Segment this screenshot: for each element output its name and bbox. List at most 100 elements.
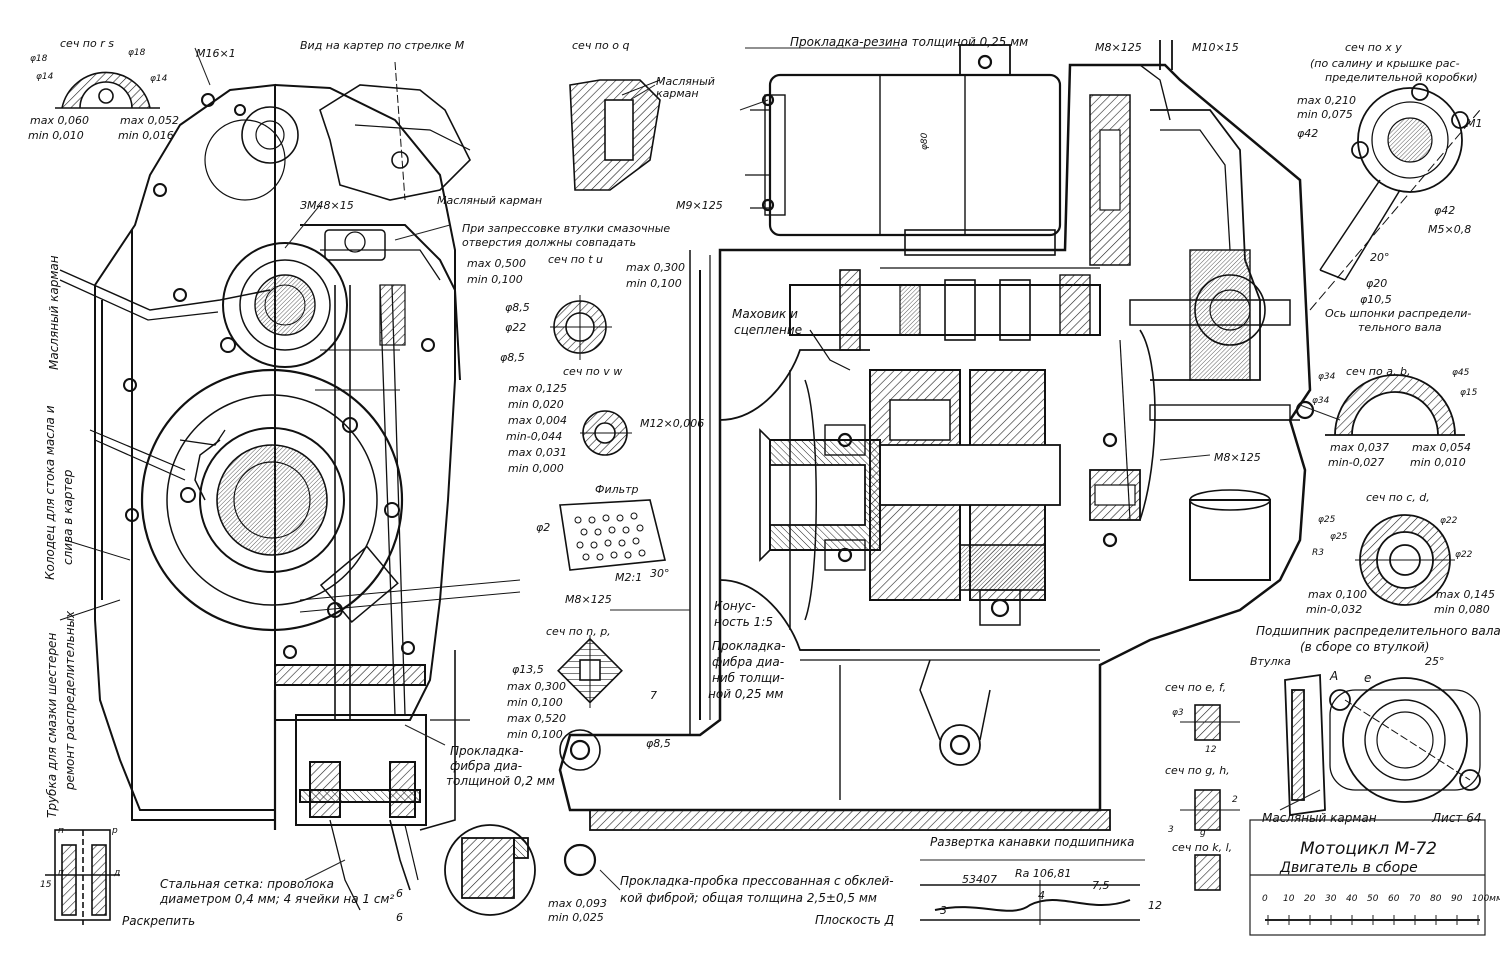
label-min-0025: min 0,025 [548,911,604,924]
label-d20: φ20 [1366,277,1388,290]
label-tu-max1: max 0,500 [467,257,526,270]
label-vw-min3: min 0,000 [508,462,564,475]
label-filter: Фильтр [595,483,639,496]
label-tu-min1: min 0,100 [467,273,523,286]
label-tu-max2: max 0,300 [626,261,685,274]
label-a-1: A [1330,669,1339,683]
scale-tick-label: 50 [1367,894,1379,904]
label-pn-q: д [114,868,121,878]
label-zm48: ЗМ48×15 [300,199,354,212]
label-np-d135: φ13,5 [512,663,544,676]
scale-tick-label: 40 [1346,894,1358,904]
section-square [444,824,536,916]
label-view-m: Вид на картер по стрелке М [300,39,465,52]
label-ang20: 20° [1370,251,1390,264]
label-m5-08: M5×0,8 [1428,223,1472,236]
label-section-np: сеч по n, p, [546,625,611,638]
scale-tick-label: 100мм [1472,894,1500,904]
section-pn [45,829,120,925]
label-np-max1: max 0,300 [507,680,566,693]
sheet-subtitle: Двигатель в сборе [1280,860,1418,876]
label-steel-mesh-2: диаметром 0,4 мм; 4 ячейки на 1 см² [160,892,395,906]
view-m [319,61,471,201]
label-gh-3: 3 [1168,825,1174,835]
label-section-cd: сеч по c, d, [1366,491,1430,504]
label-ab-d15: φ15 [1460,388,1478,398]
label-drain-2: слива в картер [61,469,75,565]
label-dim-53407: 53407 [962,873,997,886]
label-pn-n: п [58,868,64,878]
label-d42b: φ42 [1434,204,1456,217]
label-flywheel-1: Маховик и [732,307,798,321]
label-drain-1: Колодец для стока масла и [43,405,57,580]
label-np-max2: max 0,520 [507,712,566,725]
label-section-xy-3: пределительной коробки) [1325,71,1478,84]
label-dim-ra: Rа 106,81 [1015,867,1072,880]
label-m8-125-right: M8×125 [1214,451,1261,464]
label-gasket-fiber-2: фибра диа- [712,655,785,669]
label-section-ef: сеч по e, f, [1165,681,1227,694]
label-vtulka: Втулка [1250,655,1291,668]
label-rs-d1: φ18 [30,54,48,64]
scale-tick-label: 70 [1409,894,1421,904]
label-d80: φ80 [920,132,930,150]
label-tu-d22: φ22 [505,321,527,334]
scale-tick-label: 80 [1430,894,1442,904]
label-dim-75: 7,5 [1092,879,1110,892]
bushing-detail [1284,673,1481,817]
label-ab-max2: max 0,054 [1412,441,1471,454]
label-taper-1: Конус- [714,599,756,613]
label-m1: M1 [1466,117,1483,130]
label-oil-tube-1: Трубка для смазки шестерен [45,632,59,818]
label-cam-bearing-2: (в сборе со втулкой) [1300,640,1430,654]
scale-tick-label: 30 [1325,894,1337,904]
label-section-xy-1: сеч по x y [1345,41,1402,54]
label-oil-pocket-vertical: Масляный карман [47,255,61,370]
label-press-note-2: отверстия должны совпадать [462,236,637,249]
label-np-min2: min 0,100 [507,728,563,741]
label-fiber-gasket-b1: Прокладка- [450,744,524,758]
label-taper-2: ность 1:5 [714,615,773,629]
small-sections [1180,704,1240,891]
label-bearing-groove: Развертка канавки подшипника [930,835,1135,849]
label-filter-angle: 30° [650,567,670,580]
scale-tick-label: 60 [1388,894,1400,904]
label-oil-pocket-2: Масляный карман [437,194,543,207]
label-section-xy-2: (по салину и крышке рас- [1310,57,1460,70]
label-d105: φ10,5 [1360,293,1392,306]
label-np-min1: min 0,100 [507,696,563,709]
label-oil-pocket-1: Масляный карман [656,75,715,100]
label-cd-min1: min-0,032 [1306,603,1363,616]
label-cam-axis-1: Ось шпонки распредели- [1325,307,1472,320]
section-cd [1355,514,1455,606]
label-gasket-fiber-4: ной 0,25 мм [708,687,784,701]
label-rs-max1: max 0,060 [30,114,89,127]
label-ab-d34: φ34 [1318,372,1336,382]
label-m10-15: M10×15 [1192,41,1239,54]
label-press-note-1: При запрессовке втулки смазочные [462,222,671,235]
label-gasket-rubber: Прокладка-резина толщиной 0,25 мм [790,35,1029,49]
label-filter-d2: φ2 [536,521,551,534]
label-gasket-cork-1: Прокладка-пробка прессованная с обклей- [620,874,894,888]
label-cd-min2: min 0,080 [1434,603,1490,616]
label-tu-d85: φ8,5 [505,301,530,314]
label-xy-max: max 0,210 [1297,94,1356,107]
label-ang25: 25° [1425,655,1445,668]
label-np-d85: φ8,5 [646,737,671,750]
label-flywheel-2: сцепление [734,323,803,337]
label-fiber-gasket-b2: фибра диа- [450,759,523,773]
label-np-7: 7 [650,689,657,702]
label-gasket-cork-2: кой фиброй; общая толщина 2,5±0,5 мм [620,891,877,905]
label-rascanit: Раскрепить [122,914,196,928]
leader-lines [194,47,1341,891]
label-cd-max1: max 0,100 [1308,588,1367,601]
label-vw-max1: max 0,125 [508,382,567,395]
label-m8-125-mid: M8×125 [565,593,612,606]
crankcase-section [273,224,470,911]
label-vw-max2: max 0,004 [508,414,567,427]
section-np [557,635,623,708]
label-rs-d3: φ14 [36,72,54,82]
label-gasket-fiber-3: ниб толщи- [712,671,785,685]
